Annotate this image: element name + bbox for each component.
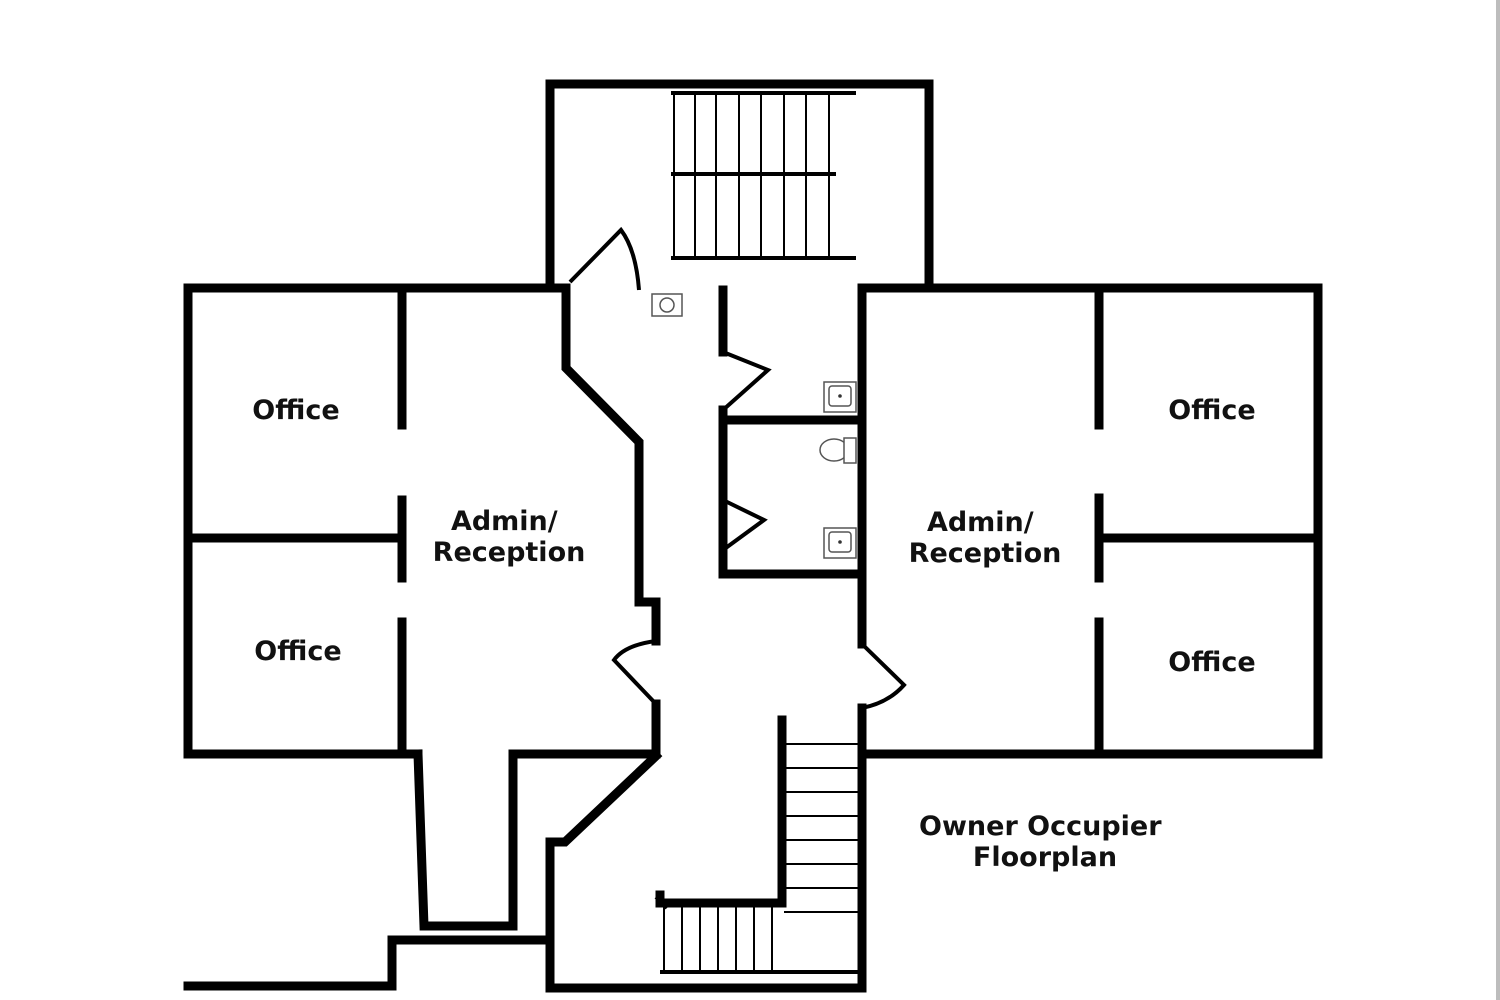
service-core xyxy=(651,285,863,579)
floorplan-caption: Owner Occupier Floorplan xyxy=(919,811,1171,873)
floorplan-caption-line-2: Floorplan xyxy=(973,842,1117,873)
reception-label-right-line-1: Admin/ xyxy=(927,507,1034,538)
stairs-top xyxy=(671,91,856,260)
right-wing xyxy=(857,283,1323,759)
reception-label-left-line-2: Reception xyxy=(433,537,586,568)
stair-tower xyxy=(545,79,934,290)
sink-icon xyxy=(823,527,857,559)
corridor-entry xyxy=(568,226,641,291)
office-label-top-left: Office xyxy=(252,395,339,426)
water-heater-icon xyxy=(651,293,683,317)
lower-section xyxy=(183,715,867,993)
reception-label-right: Admin/ Reception xyxy=(909,507,1062,569)
reception-label-right-line-2: Reception xyxy=(909,538,1062,569)
left-wing xyxy=(183,283,661,759)
reception-label-left: Admin/ Reception xyxy=(433,506,586,568)
floorplan-caption-line-1: Owner Occupier xyxy=(919,811,1162,842)
toilet-icon xyxy=(819,437,857,464)
stairs-bottom xyxy=(654,743,858,974)
reception-label-left-line-1: Admin/ xyxy=(451,506,558,537)
office-label-bottom-left: Office xyxy=(254,636,341,667)
page-edge xyxy=(1496,0,1500,1000)
office-label-bottom-right: Office xyxy=(1168,647,1255,678)
sink-icon xyxy=(823,381,857,413)
office-label-top-right: Office xyxy=(1168,395,1255,426)
